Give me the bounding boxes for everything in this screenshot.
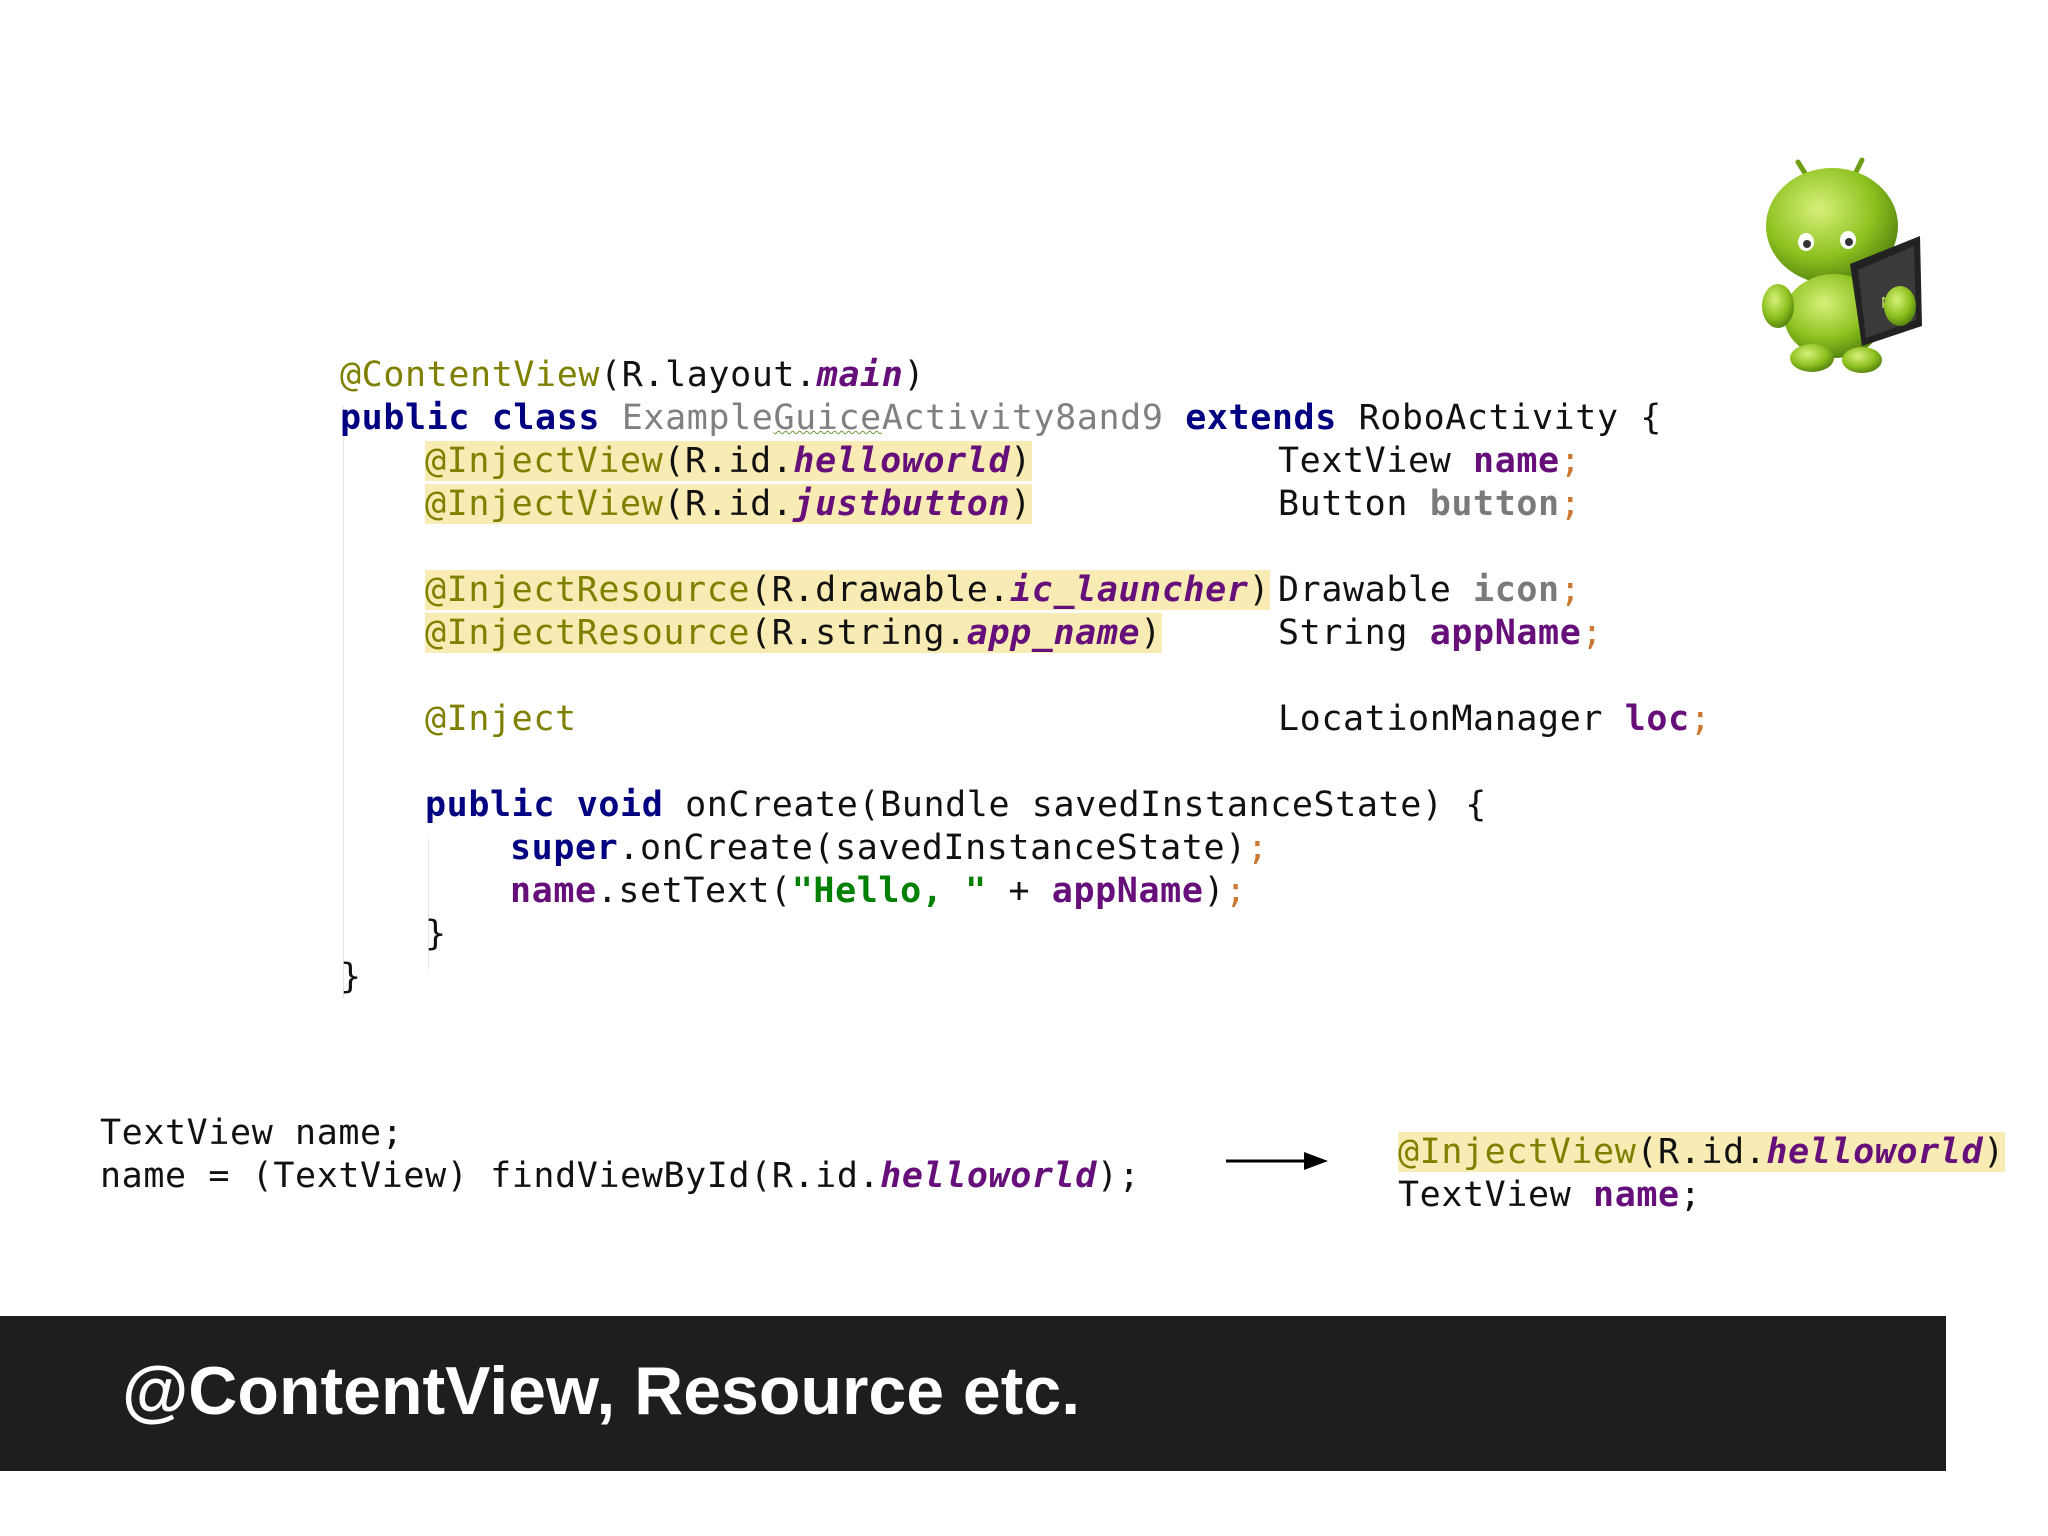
field-declaration-name: TextView name; — [1278, 441, 1582, 481]
slide-title-bar: @ContentView, Resource etc. — [0, 1316, 1946, 1471]
code-line-oncreate-signature: public void onCreate(Bundle savedInstanc… — [425, 785, 1487, 825]
code-editor-panel: @ContentView(R.layout.main) public class… — [328, 346, 1728, 1011]
highlighted-annotation: @InjectResource(R.drawable.ic_launcher) — [425, 570, 1271, 610]
code-line-super-oncreate: super.onCreate(savedInstanceState); — [510, 828, 1269, 868]
code-line-contentview: @ContentView(R.layout.main) — [340, 355, 926, 395]
indent-guide — [428, 839, 429, 969]
slide-title: @ContentView, Resource etc. — [122, 1353, 1081, 1429]
code-line-closing-brace: } — [340, 957, 362, 997]
code-line-injectresource-string: @InjectResource(R.string.app_name) — [425, 612, 1162, 655]
code-line-injectresource-drawable: @InjectResource(R.drawable.ic_launcher) — [425, 569, 1271, 612]
annotation-contentview: @ContentView — [340, 355, 601, 395]
code-line-injectview-helloworld: @InjectView(R.id.helloworld) — [425, 440, 1032, 483]
code-line-injectview-justbutton: @InjectView(R.id.justbutton) — [425, 483, 1032, 526]
field-declaration-button: Button button; — [1278, 484, 1582, 524]
android-mascot-icon: APP — [1762, 157, 1922, 373]
after-snippet-line-1: @InjectView(R.id.helloworld) — [1398, 1131, 2005, 1174]
before-snippet-line-1: TextView name; — [100, 1113, 404, 1153]
field-declaration-icon: Drawable icon; — [1278, 570, 1582, 610]
before-snippet-line-2: name = (TextView) findViewById(R.id.hell… — [100, 1156, 1141, 1196]
highlighted-annotation: @InjectView(R.id.helloworld) — [425, 441, 1032, 481]
code-line-settext: name.setText("Hello, " + appName); — [510, 871, 1247, 911]
code-line-closing-brace: } — [425, 914, 447, 954]
indent-guide — [343, 406, 344, 998]
highlighted-annotation: @InjectResource(R.string.app_name) — [425, 613, 1162, 653]
after-snippet-line-2: TextView name; — [1398, 1175, 1702, 1215]
spellcheck-underline: Guice — [773, 398, 882, 438]
field-declaration-appname: String appName; — [1278, 613, 1604, 653]
highlighted-annotation: @InjectView(R.id.justbutton) — [425, 484, 1032, 524]
highlighted-annotation: @InjectView(R.id.helloworld) — [1398, 1132, 2005, 1172]
code-line-inject: @Inject — [425, 699, 577, 739]
code-line-class-declaration: public class ExampleGuiceActivity8and9 e… — [340, 398, 1662, 438]
arrow-right-icon — [1226, 1152, 1328, 1170]
layout-main-ref: main — [816, 355, 904, 395]
class-name: ExampleGuiceActivity8and9 — [621, 398, 1164, 438]
field-declaration-loc: LocationManager loc; — [1278, 699, 1712, 739]
